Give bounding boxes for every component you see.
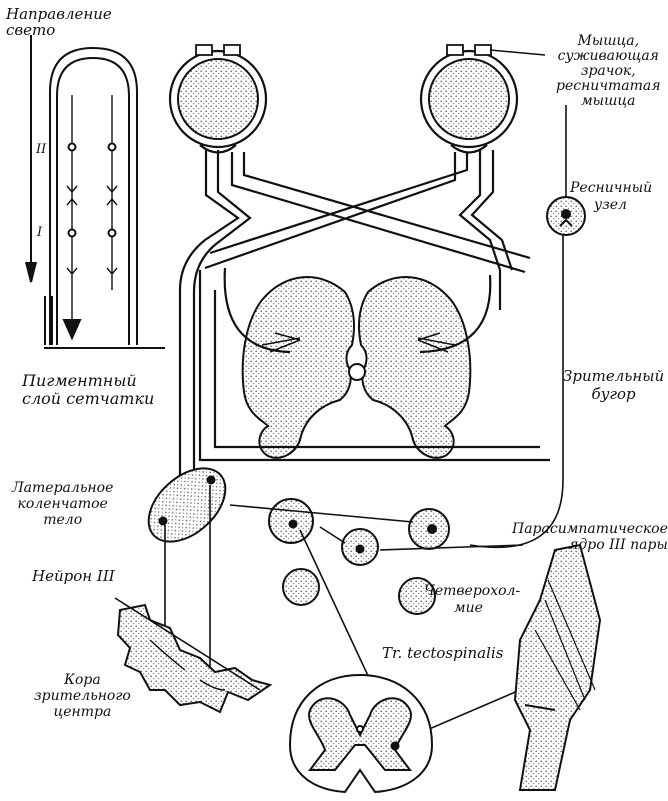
thalamus-synapses: [261, 332, 456, 353]
parasympathetic-line-2: ядро III пары: [569, 537, 668, 553]
lgn-label: Латеральное коленчатое тело: [12, 480, 113, 528]
ciliary-ganglion-line-1: Ресничный: [570, 180, 653, 196]
right-eye: [419, 44, 546, 154]
thalamus: [241, 276, 472, 459]
quadrigemina-line-1: Четверохол-: [424, 583, 521, 599]
lgn-line-1: Латеральное: [12, 480, 114, 496]
cortex-line-3: центра: [53, 704, 112, 720]
ciliary-ganglion-label: Ресничный узел: [570, 180, 652, 214]
quadrigemina-line-2: мие: [454, 600, 483, 616]
skeletal-muscle: [513, 543, 602, 791]
retina-marker-i: I: [36, 225, 43, 240]
thalamus-label: Зрительный бугор: [563, 367, 664, 403]
lgn-line-3: тело: [43, 512, 83, 528]
visual-cortex: [114, 597, 273, 714]
sphincter-line-5: мышца: [581, 93, 636, 109]
pigment-layer-line-2: слой сетчатки: [22, 389, 155, 408]
light-direction-line-1: Направление: [6, 5, 112, 23]
retina-marker-ii: II: [35, 142, 47, 157]
light-direction-label: Направление свето: [6, 6, 112, 38]
lgn-line-2: коленчатое: [17, 496, 108, 512]
pigment-layer-label: Пигментный слой сетчатки: [22, 372, 154, 408]
sphincter-line-2: суживающая: [557, 48, 659, 64]
cortex-line-2: зрительного: [34, 688, 131, 704]
cortex-line-1: Кора: [64, 672, 101, 688]
spinal-cord-section: [288, 673, 434, 794]
ciliary-ganglion: [546, 196, 586, 236]
retina-schematic: [25, 35, 165, 349]
neuron-label: Нейрон III: [32, 567, 115, 585]
sphincter-line-4: ресничтатая: [556, 78, 661, 94]
thalamus-line-1: Зрительный: [563, 367, 665, 385]
quadrigemina-label: Четверохол- мие: [424, 583, 520, 617]
parasympathetic-label: Парасимпатическое ядро III пары: [512, 521, 668, 553]
sphincter-line-1: Мышца,: [577, 33, 640, 49]
tract-label: Tr. tectospinalis: [382, 644, 504, 662]
thalamus-line-2: бугор: [591, 385, 636, 403]
cortex-label: Кора зрительного центра: [34, 672, 131, 720]
light-direction-line-2: свето: [6, 21, 56, 39]
sphincter-label: Мышца, суживающая зрачок, ресничтатая мы…: [556, 34, 661, 109]
sphincter-line-3: зрачок,: [580, 63, 636, 79]
lateral-geniculate-body: [147, 467, 227, 543]
pigment-layer-line-1: Пигментный: [22, 371, 137, 390]
ciliary-ganglion-line-2: узел: [594, 197, 627, 213]
left-eye: [168, 44, 268, 154]
parasympathetic-line-1: Парасимпатическое: [512, 521, 668, 537]
